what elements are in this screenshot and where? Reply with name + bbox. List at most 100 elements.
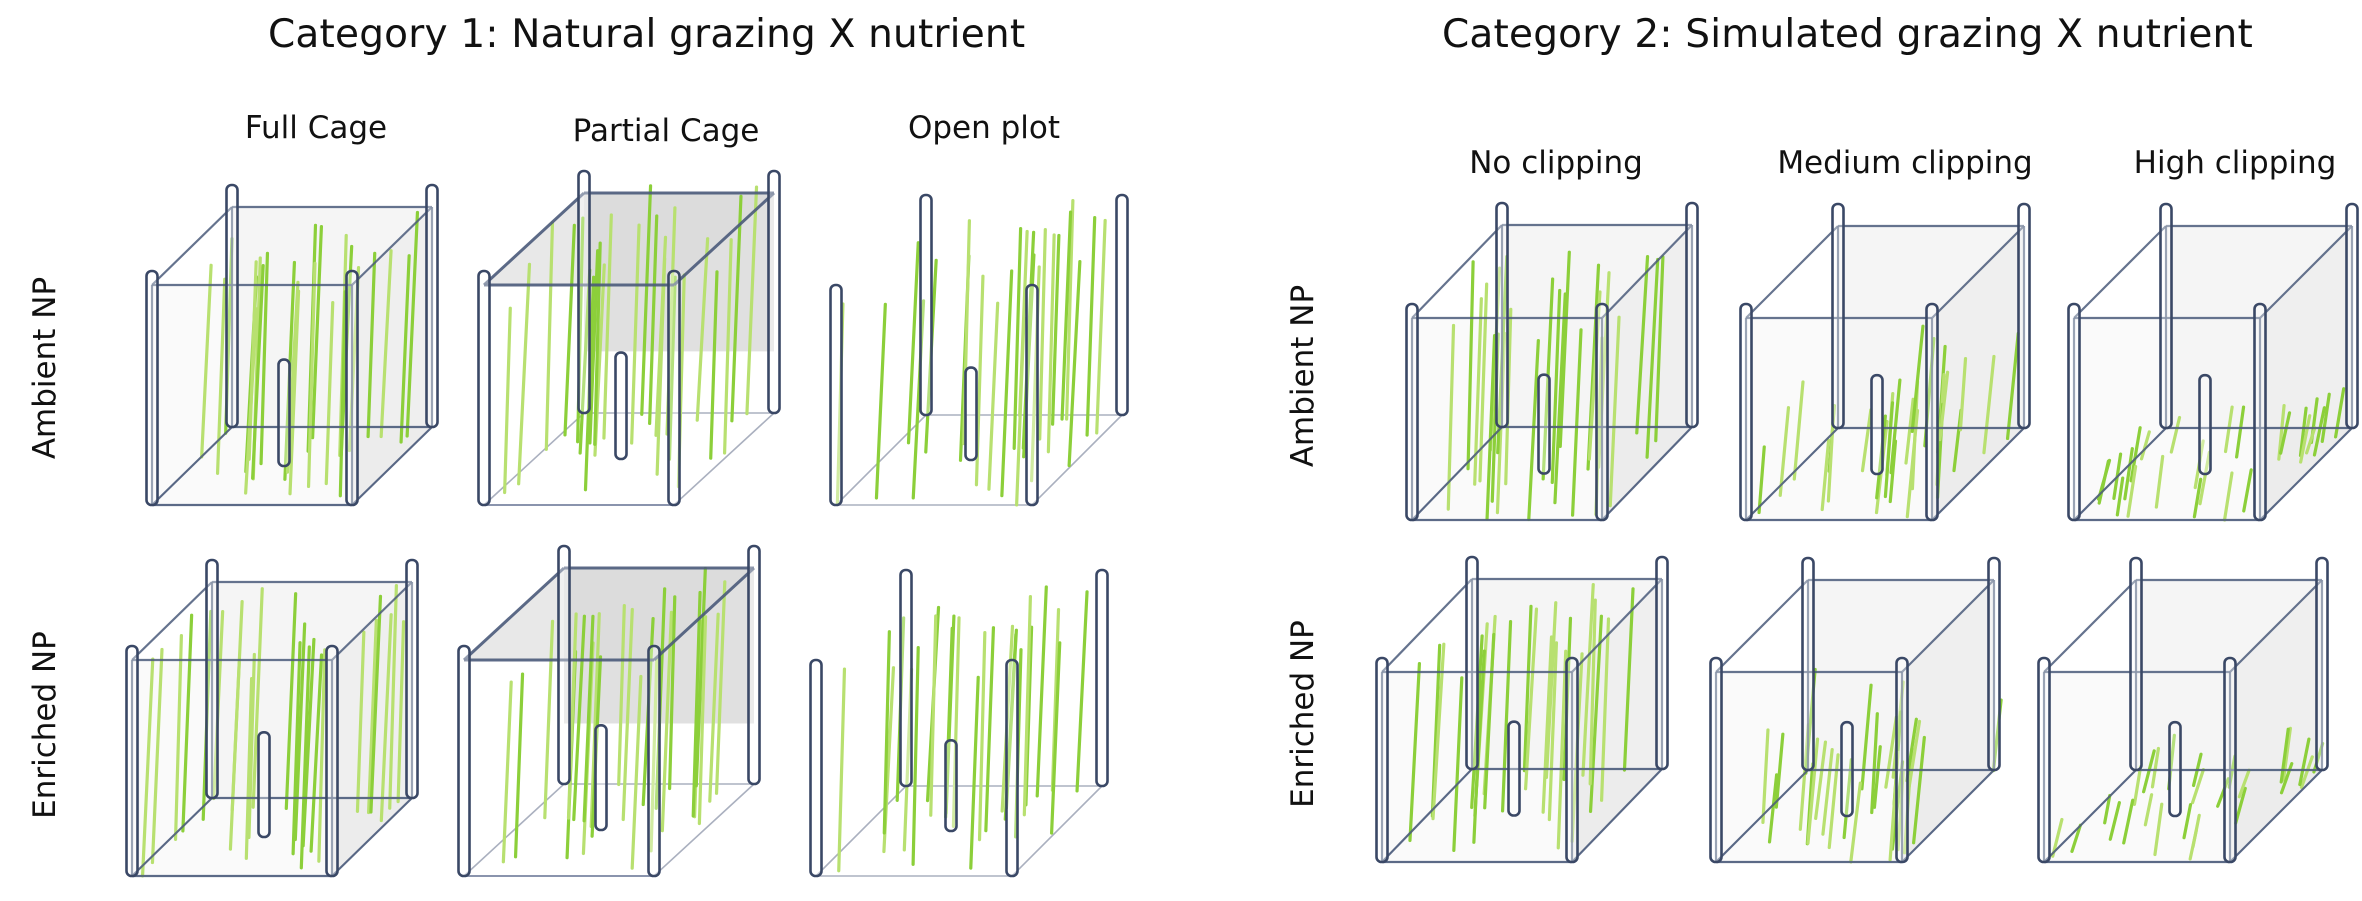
grass-blade [668, 595, 677, 791]
grass-blade [1581, 583, 1595, 777]
grass-blade [906, 241, 920, 445]
corner-post [125, 644, 139, 878]
corner-post [1405, 302, 1419, 522]
grass-blade [874, 302, 887, 500]
corner-post [1655, 555, 1669, 771]
grass-blade [355, 630, 366, 813]
corner-post [325, 644, 339, 878]
grass-blade [284, 592, 298, 811]
plot-clip-high-ambient [2067, 202, 2359, 522]
plot-partial-ambient [477, 169, 781, 507]
grass-blade [1806, 737, 1820, 845]
cat1-col-partial-cage: Partial Cage [572, 113, 760, 149]
cage-edge [1931, 427, 2025, 521]
grass-blade [730, 194, 743, 423]
grass-blade [150, 647, 164, 865]
corner-post [1895, 656, 1909, 864]
grass-blade [566, 612, 578, 820]
grass-blade [405, 210, 420, 438]
grass-blade [654, 235, 668, 437]
corner-post [277, 358, 291, 468]
grass-blade [1608, 315, 1621, 508]
grass-blade [2143, 793, 2154, 827]
cage-edge [2073, 225, 2167, 319]
cage-edge [331, 797, 413, 877]
cage-edge [1715, 769, 1809, 863]
corner-post [2198, 373, 2212, 476]
grass-blade [563, 223, 576, 437]
cage-edge [331, 581, 413, 661]
grass-blade [306, 261, 317, 489]
grass-blade [1588, 598, 1597, 786]
grass-blade [366, 251, 377, 439]
cage-edge [1571, 768, 1663, 863]
roof-edge [652, 566, 756, 662]
grass-blade [882, 630, 891, 835]
grass-blade [2154, 454, 2165, 509]
grass-blade [317, 648, 327, 863]
plot-clip-high-enriched [2037, 556, 2329, 864]
grass-blade [2216, 777, 2230, 808]
cage-edge [2043, 579, 2137, 673]
grass-blade [1550, 288, 1562, 485]
grass-blade [2122, 798, 2135, 845]
grass-blade [1015, 316, 1026, 507]
grass-blade [1012, 227, 1023, 450]
cat2-col-no-clipping: No clipping [1469, 145, 1643, 181]
grass-blade [694, 566, 707, 788]
cage-edge [151, 206, 233, 286]
grass-blade [544, 221, 555, 451]
grass-blade [247, 652, 256, 840]
grass-blade [2051, 817, 2064, 858]
grass-blade [2115, 476, 2125, 517]
corner-post [1025, 283, 1039, 507]
grass-blade [1570, 328, 1583, 517]
grass-blade [582, 614, 595, 823]
grass-blade [2305, 426, 2317, 455]
grass-blade [745, 185, 759, 416]
plot-clip-medium-ambient [1739, 202, 2031, 522]
cat2-col-high-clipping: High clipping [2133, 145, 2337, 181]
grass-blade [2298, 406, 2308, 458]
corner-post [225, 183, 239, 429]
corner-post [557, 544, 571, 786]
grass-blade [667, 275, 677, 461]
category1-title: Category 1: Natural grazing X nutrient [268, 12, 1026, 57]
grass-blade [2235, 405, 2246, 459]
corner-post [1739, 302, 1753, 522]
cat2-col-medium-clipping: Medium clipping [1777, 145, 2033, 181]
cage-edge [1745, 427, 1839, 521]
grass-blade [1792, 380, 1805, 481]
grass-blade [543, 619, 555, 820]
cat1-col-full-cage: Full Cage [244, 110, 388, 146]
corner-post [145, 269, 159, 507]
grass-blade [1958, 357, 1968, 432]
grass-blade [2153, 802, 2164, 857]
grass-blade [1483, 632, 1496, 810]
grass-blade [1075, 590, 1089, 793]
grass-blade [2279, 727, 2290, 784]
grass-blade [1870, 712, 1879, 815]
grass-blade [2129, 426, 2142, 483]
grass-blade [1060, 210, 1073, 421]
grass-blade [1645, 257, 1660, 459]
grass-blade [1622, 587, 1635, 772]
grass-blade [2108, 801, 2121, 841]
grass-blade [396, 620, 406, 804]
grass-blade [572, 614, 586, 822]
grass-blade [259, 251, 270, 466]
cage-edge [351, 206, 433, 286]
grass-blade [2237, 768, 2251, 799]
cage-edge [1381, 768, 1473, 863]
grass-blade [1821, 748, 1834, 836]
grass-blade [1875, 414, 1887, 500]
grass-blade [1860, 408, 1873, 473]
grass-blade [311, 224, 324, 440]
grass-blade [251, 587, 264, 809]
cage-edge [1571, 578, 1663, 673]
corner-post [577, 169, 591, 415]
ground-outline [814, 785, 1104, 877]
grass-blade [2150, 746, 2161, 789]
corner-post [647, 644, 661, 878]
grass-blade [291, 641, 302, 856]
